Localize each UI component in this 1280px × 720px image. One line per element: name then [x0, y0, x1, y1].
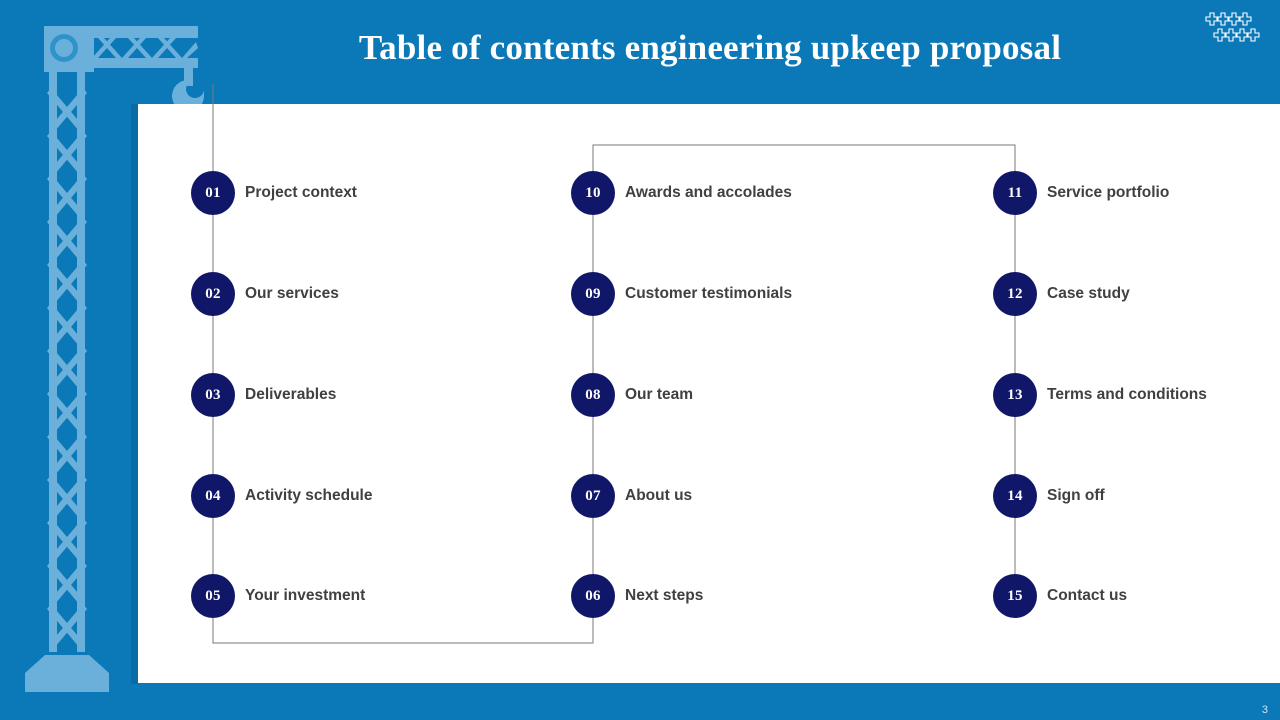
toc-number-badge: 10 — [571, 171, 615, 215]
toc-number-badge: 13 — [993, 373, 1037, 417]
toc-item-06[interactable]: 06 Next steps — [571, 574, 703, 618]
toc-item-13[interactable]: 13 Terms and conditions — [993, 373, 1207, 417]
toc-number-badge: 03 — [191, 373, 235, 417]
toc-number-badge: 11 — [993, 171, 1037, 215]
toc-number-badge: 05 — [191, 574, 235, 618]
page-title: Table of contents engineering upkeep pro… — [358, 28, 1062, 67]
toc-item-label: Activity schedule — [245, 487, 373, 504]
page-number: 3 — [1261, 704, 1268, 716]
toc-number-badge: 14 — [993, 474, 1037, 518]
toc-item-label: Sign off — [1047, 487, 1105, 504]
toc-item-02[interactable]: 02 Our services — [191, 272, 339, 316]
toc-item-label: Awards and accolades — [625, 184, 792, 201]
toc-number-badge: 06 — [571, 574, 615, 618]
toc-item-label: Case study — [1047, 285, 1130, 302]
toc-number-badge: 01 — [191, 171, 235, 215]
toc-number-badge: 12 — [993, 272, 1037, 316]
toc-item-01[interactable]: 01 Project context — [191, 171, 357, 215]
toc-item-08[interactable]: 08 Our team — [571, 373, 693, 417]
toc-number-badge: 07 — [571, 474, 615, 518]
toc-item-14[interactable]: 14 Sign off — [993, 474, 1105, 518]
toc-item-03[interactable]: 03 Deliverables — [191, 373, 336, 417]
toc-item-05[interactable]: 05 Your investment — [191, 574, 365, 618]
toc-item-09[interactable]: 09 Customer testimonials — [571, 272, 792, 316]
toc-item-label: Customer testimonials — [625, 285, 793, 302]
toc-item-label: Service portfolio — [1047, 184, 1170, 201]
toc-item-11[interactable]: 11 Service portfolio — [993, 171, 1169, 215]
toc-number-badge: 04 — [191, 474, 235, 518]
toc-item-04[interactable]: 04 Activity schedule — [191, 474, 373, 518]
toc-number-badge: 02 — [191, 272, 235, 316]
content-card — [138, 104, 1280, 683]
toc-item-label: Terms and conditions — [1047, 386, 1207, 403]
plus-pattern-decoration — [1205, 12, 1260, 42]
toc-item-10[interactable]: 10 Awards and accolades — [571, 171, 792, 215]
card-left-accent-bar — [131, 104, 139, 684]
toc-item-07[interactable]: 07 About us — [571, 474, 692, 518]
toc-item-label: Our team — [625, 386, 694, 403]
toc-item-label: Deliverables — [245, 386, 337, 403]
toc-item-label: Contact us — [1047, 587, 1128, 604]
toc-item-label: Project context — [245, 184, 357, 201]
toc-item-label: Your investment — [245, 587, 366, 604]
toc-item-15[interactable]: 15 Contact us — [993, 574, 1127, 618]
toc-number-badge: 15 — [993, 574, 1037, 618]
toc-number-badge: 08 — [571, 373, 615, 417]
toc-item-label: Next steps — [625, 587, 704, 604]
toc-item-label: About us — [625, 487, 693, 504]
toc-number-badge: 09 — [571, 272, 615, 316]
toc-item-label: Our services — [245, 285, 339, 302]
toc-item-12[interactable]: 12 Case study — [993, 272, 1130, 316]
